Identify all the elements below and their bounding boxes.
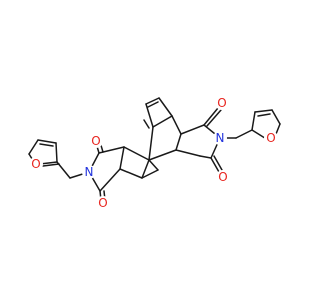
bond [123,146,150,161]
o-carbonyl-4: O [218,170,227,184]
bond [199,155,212,159]
bond [152,115,173,128]
bond [141,169,159,179]
bond [42,163,60,167]
o-carbonyl-1: O [91,134,100,148]
bond [148,159,159,171]
oxygen-atom: O [264,131,278,145]
oxygen-atom: O [216,170,230,184]
bond [37,139,57,144]
bond [175,149,201,157]
bond [251,111,256,131]
structure-svg: O O O O N N O O [28,96,281,210]
n-imide-right: N [216,131,225,145]
o-furan-left: O [31,157,40,171]
o-furan-right: O [266,131,275,145]
n-imide-left: N [85,165,94,179]
oxygen-atom: O [89,134,103,148]
bond [145,97,160,105]
oxygen-atom: O [29,157,43,171]
bond [143,119,150,129]
bond [147,101,159,108]
bond [235,129,253,139]
nitrogen-atom: N [213,131,227,145]
molecule-diagram: O O O O N N O O [28,96,281,210]
bond [257,113,271,117]
bond [28,139,39,155]
o-carbonyl-3: O [217,96,226,110]
bond [158,97,173,117]
o-carbonyl-2: O [98,196,107,210]
bond [254,109,273,113]
nitrogen-atom: N [82,165,96,179]
bond [203,107,219,126]
bond [148,149,177,161]
bond [99,168,121,192]
bond [180,124,205,135]
oxygen-atom: O [96,196,110,210]
bond [275,123,281,135]
bond [210,157,220,173]
atom-labels: O O O O N N O O [29,96,278,210]
bond [171,115,182,135]
bond [213,155,223,171]
oxygen-atom: O [215,96,229,110]
bonds [28,97,281,201]
bond [271,109,281,125]
bond [119,168,143,179]
bond [175,133,182,151]
bond [141,159,150,179]
bond [39,143,54,147]
bond [206,109,222,127]
bond [145,103,154,128]
bond [148,126,154,161]
bond [55,142,58,163]
bond [119,146,125,170]
